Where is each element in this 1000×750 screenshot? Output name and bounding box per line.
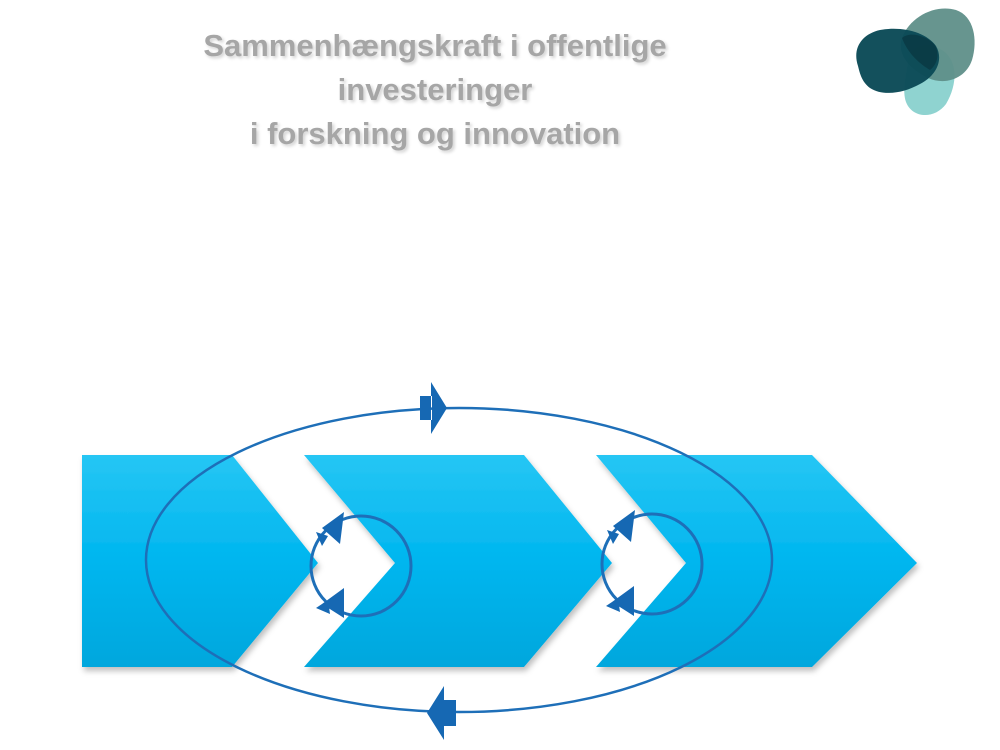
logo-blob-overlap (902, 34, 938, 70)
process-chevron-3 (596, 455, 917, 667)
cycle-arrow-bottom-icon (427, 686, 456, 740)
small-cycle-1-arrow-bottom-icon (316, 588, 344, 618)
logo-icon (856, 8, 975, 116)
process-chevron-2 (304, 455, 612, 667)
process-chevron-1 (82, 455, 318, 667)
title-line-3: i forskning og innovation (249, 116, 621, 151)
large-cycle-ellipse (144, 406, 774, 714)
small-cycle-2-arrow-top-icon (607, 510, 635, 544)
small-cycle-1-circle (309, 514, 413, 618)
title-line-1: Sammenhængskraft i offentlige (203, 28, 667, 63)
small-cycle-1-arrow-top-icon (316, 512, 344, 546)
small-cycle-2-circle (600, 512, 704, 616)
slide-title: Sammenhængskraft i offentlige investerin… (130, 24, 740, 156)
process-diagram (82, 382, 917, 740)
small-cycle-2-arrow-bottom-icon (606, 586, 634, 616)
title-line-2: investeringer (337, 72, 533, 107)
cycle-arrow-top-icon (420, 382, 447, 434)
